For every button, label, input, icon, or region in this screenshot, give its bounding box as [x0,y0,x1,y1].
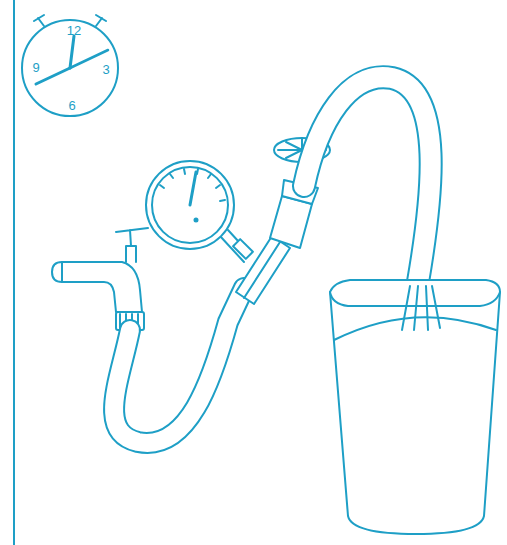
clock-number: 9 [32,61,39,75]
pressure-gauge [146,161,253,262]
faucet [52,228,148,330]
clock-number: 6 [68,99,75,113]
outlet-hose [304,77,431,282]
water-stream [402,286,440,330]
tee-fitting [236,236,290,304]
bucket [330,280,500,534]
frame-line [13,0,15,545]
hose [114,288,244,443]
stopwatch [22,15,118,116]
clock-number: 3 [102,63,109,77]
clock-number: 12 [67,24,81,38]
